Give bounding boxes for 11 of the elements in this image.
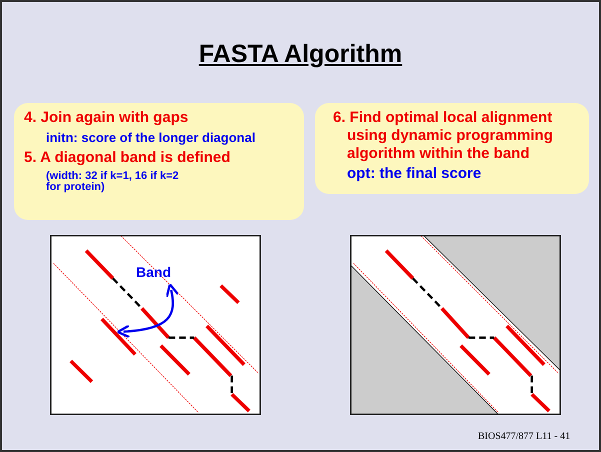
step-heading: 5. A diagonal band is defined [24,149,232,167]
slide-title: FASTA Algorithm [198,40,404,69]
band-label: Band [136,264,171,280]
slide-footer: BIOS477/877 L11 - 41 [478,431,570,442]
step-heading: 6. Find optimal local alignment using dynamic programming algorithm within the band [332,109,554,163]
step-note: opt: the final score [346,165,482,183]
step-note: (width: 32 if k=1, 16 if k=2 for protein) [45,171,180,193]
step-note: initn: score of the longer diagonal [45,129,256,146]
step-heading: 4. Join again with gaps [24,109,190,127]
step-card [315,103,589,194]
step-card [14,103,304,220]
